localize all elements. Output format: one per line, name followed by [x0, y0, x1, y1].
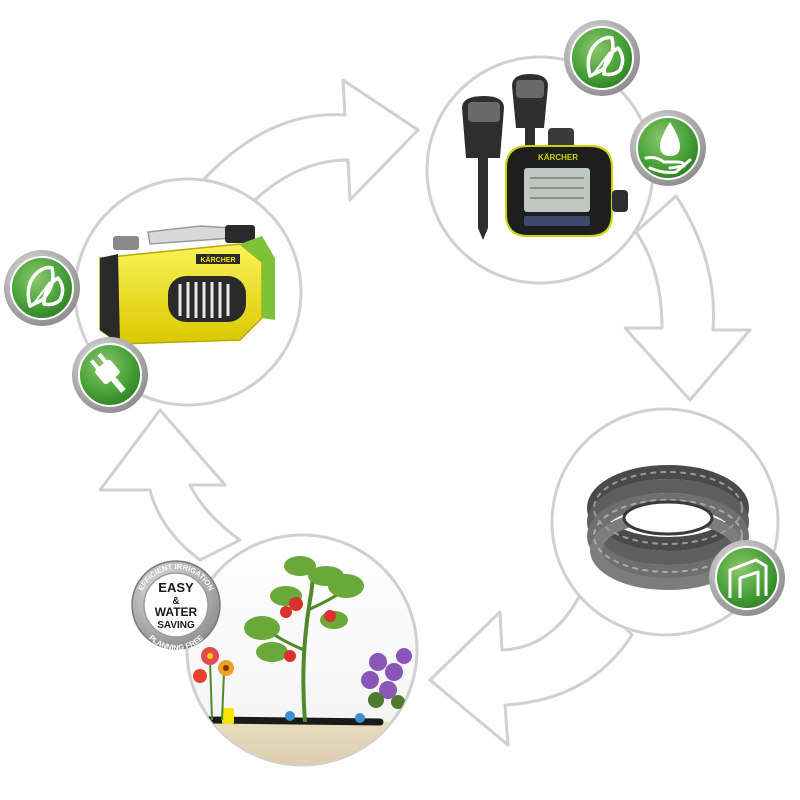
arrow-pump-to-controller: [203, 78, 420, 217]
plug-icon: [72, 337, 148, 413]
garden-node: EFFICIENT IRRIGATION PLANNING FREE EASY …: [131, 533, 419, 767]
water-hand-icon: [630, 110, 706, 186]
water-controller-image: KÄRCHER: [505, 128, 628, 237]
leaf-icon: [564, 20, 640, 96]
controller-brand-label: KÄRCHER: [538, 153, 578, 162]
garden-scene-image: [187, 556, 417, 765]
badge-line2: &: [172, 596, 179, 607]
pump-node: KÄRCHER: [4, 177, 303, 413]
garden-pump-image: KÄRCHER: [99, 225, 275, 345]
badge-line4: SAVING: [157, 620, 195, 631]
leaf-icon: [4, 250, 80, 326]
garden-hose-coil-image: [587, 465, 749, 590]
arrow-hose-to-garden: [428, 583, 634, 747]
hose-coil-icon: [709, 540, 785, 616]
soil-sensor-image: [462, 74, 548, 240]
badge-line1: EASY: [158, 580, 194, 595]
hose-node: [550, 407, 785, 637]
pump-brand-label: KÄRCHER: [201, 256, 236, 264]
controller-node: KÄRCHER: [425, 20, 706, 285]
badge-line3: WATER: [155, 605, 198, 619]
arrow-garden-to-pump: [98, 408, 242, 562]
arrow-controller-to-hose: [623, 194, 752, 402]
cycle-arrows: [98, 78, 752, 747]
